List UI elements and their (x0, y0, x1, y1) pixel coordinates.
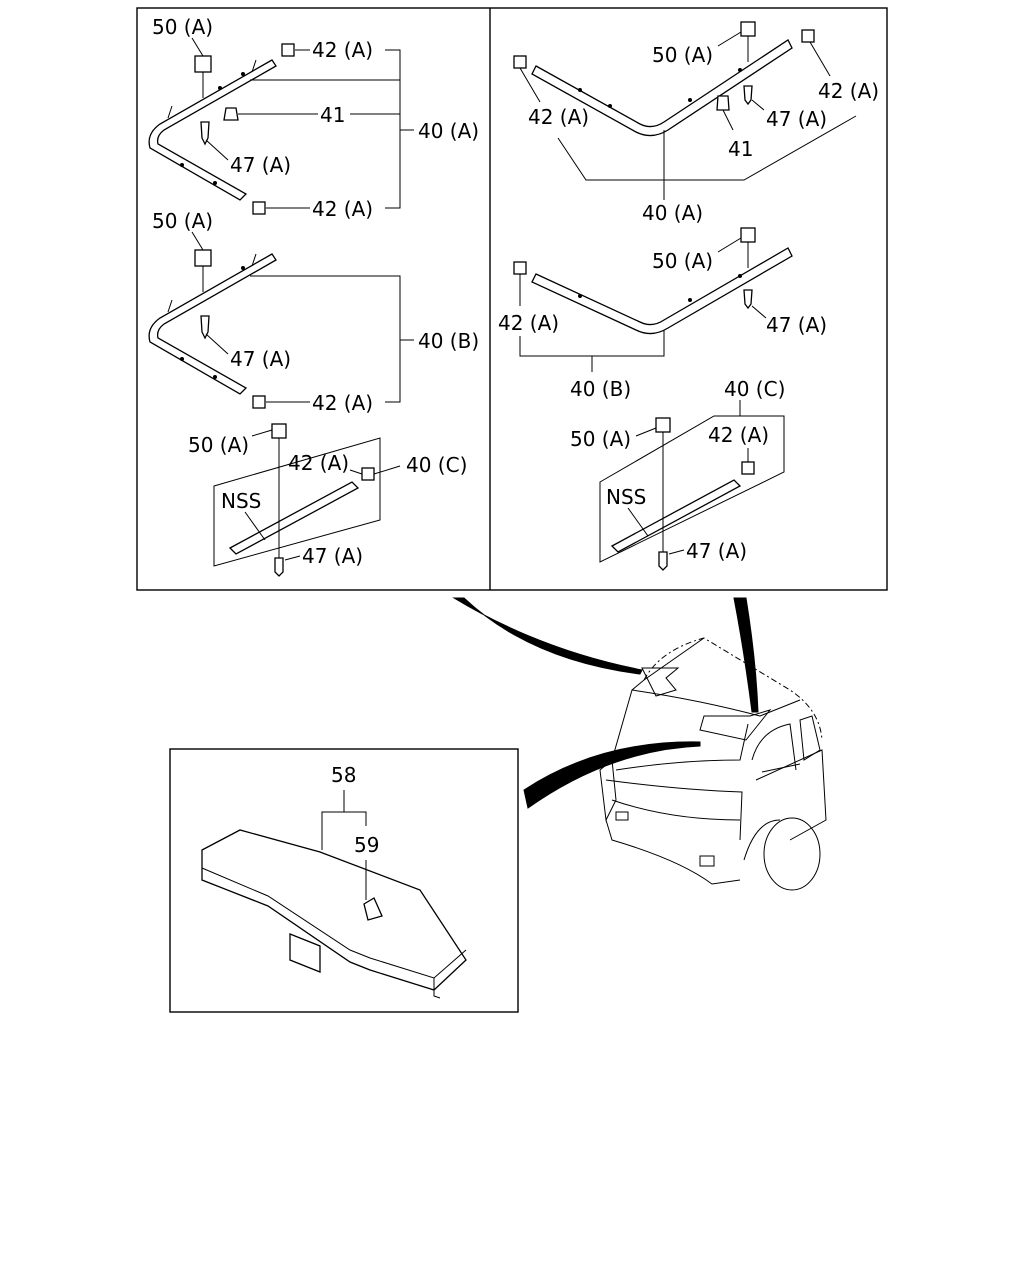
rail-40a-right (531, 39, 793, 137)
label-50a: 50 (A) (188, 433, 249, 457)
label-47a: 47 (A) (766, 313, 827, 337)
leader-swoosh-top-right (733, 597, 759, 713)
label-42a: 42 (A) (312, 38, 373, 62)
screw-47a-icon (200, 315, 210, 340)
leader-swoosh-lower (523, 741, 701, 809)
cap-42a-icon (252, 201, 266, 215)
label-41: 41 (728, 137, 753, 161)
label-42a: 42 (A) (498, 311, 559, 335)
label-50a: 50 (A) (652, 43, 713, 67)
label-59: 59 (354, 833, 379, 857)
screw-47a-icon (274, 557, 284, 577)
label-40c: 40 (C) (724, 377, 785, 401)
label-58: 58 (331, 763, 356, 787)
label-50a: 50 (A) (652, 249, 713, 273)
label-47a: 47 (A) (230, 153, 291, 177)
cap-42a-icon (513, 55, 527, 69)
label-50a: 50 (A) (152, 209, 213, 233)
top-panel-frame (136, 7, 888, 591)
screw-47a-icon (658, 551, 668, 571)
rail-40a-left (148, 59, 277, 201)
cap-42a-icon (361, 467, 375, 481)
cap-42a-icon (281, 43, 295, 57)
assembly-40b-left (148, 231, 414, 409)
rail-40c-right (610, 479, 742, 553)
clip-50a-icon (194, 55, 212, 73)
screw-47a-icon (200, 121, 210, 146)
label-42a: 42 (A) (528, 105, 589, 129)
label-42a: 42 (A) (708, 423, 769, 447)
label-47a: 47 (A) (766, 107, 827, 131)
screw-47a-icon (743, 85, 753, 106)
cap-42a-icon (513, 261, 527, 275)
label-47a: 47 (A) (302, 544, 363, 568)
bottom-panel-frame (169, 748, 519, 1013)
label-50a: 50 (A) (152, 15, 213, 39)
clip-50a-icon (271, 423, 287, 439)
label-40c: 40 (C) (406, 453, 467, 477)
cap-42a-icon (801, 29, 815, 43)
label-47a: 47 (A) (230, 347, 291, 371)
label-50a: 50 (A) (570, 427, 631, 451)
label-40b: 40 (B) (570, 377, 631, 401)
label-41: 41 (320, 103, 345, 127)
label-42a: 42 (A) (312, 391, 373, 415)
label-nss: NSS (606, 485, 646, 509)
label-40b: 40 (B) (418, 329, 479, 353)
label-42a: 42 (A) (288, 451, 349, 475)
label-40a: 40 (A) (642, 201, 703, 225)
rail-40b-right (531, 247, 793, 335)
label-42a: 42 (A) (312, 197, 373, 221)
cap-42a-icon (741, 461, 755, 475)
clip-50a-icon (740, 21, 756, 37)
fastener-41-icon (223, 107, 239, 121)
clip-50a-icon (655, 417, 671, 433)
label-42a: 42 (A) (818, 79, 879, 103)
tab-59-icon (363, 897, 383, 921)
clip-50a-icon (194, 249, 212, 267)
screw-47a-icon (743, 289, 753, 310)
label-47a: 47 (A) (686, 539, 747, 563)
pad-58-shape (201, 829, 467, 991)
leader-swoosh-top-left (452, 597, 643, 675)
assembly-40b-right (513, 227, 793, 372)
clip-50a-icon (740, 227, 756, 243)
rail-40b-left (148, 253, 277, 395)
label-nss: NSS (221, 489, 261, 513)
truck-cab-illustration (599, 637, 827, 891)
assembly-40a-left (148, 37, 414, 215)
label-40a: 40 (A) (418, 119, 479, 143)
cap-42a-icon (252, 395, 266, 409)
wheel-icon (763, 817, 821, 891)
fastener-41-icon (716, 95, 730, 111)
pad-58-assembly (201, 790, 467, 999)
assembly-40c-right (599, 400, 785, 571)
assembly-40c-left (213, 423, 401, 577)
assembly-40a-right (513, 21, 857, 200)
